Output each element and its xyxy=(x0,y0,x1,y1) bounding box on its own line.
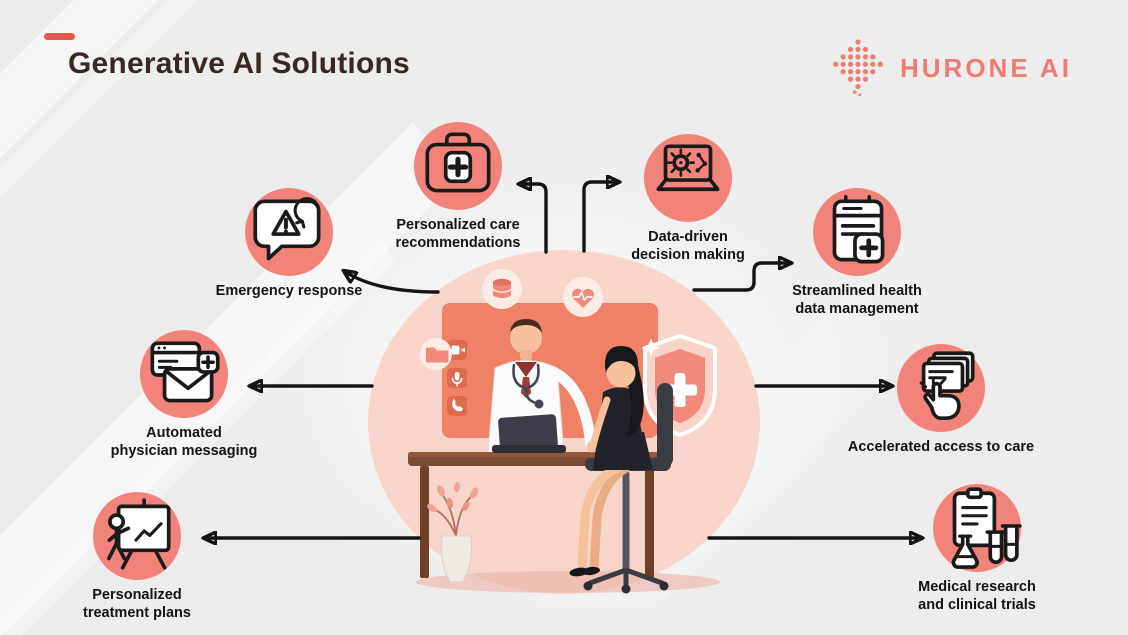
vase-plant xyxy=(427,481,478,583)
folder-icon xyxy=(420,338,452,370)
brand-name: HURONE AI xyxy=(900,52,1072,83)
node-icon-area xyxy=(412,120,504,212)
node-icon-area xyxy=(642,132,734,224)
heart-pulse-icon xyxy=(563,277,603,317)
node-accelerated-access: Accelerated access to care xyxy=(826,342,1056,456)
doctor-arm xyxy=(549,367,597,451)
node-personalized-treatment: Personalized treatment plans xyxy=(46,490,228,623)
node-automated-messaging: Automated physician messaging xyxy=(84,328,284,461)
node-icon-area xyxy=(138,328,230,420)
arrow-emergency-response xyxy=(344,271,440,294)
brand-logo: HURONE AI xyxy=(832,38,1072,98)
node-icon-area xyxy=(243,186,335,278)
dotted-diamond-logo-icon xyxy=(833,39,883,97)
emergency-alert-bubble-icon xyxy=(253,197,321,261)
telehealth-illustration xyxy=(368,250,760,594)
laptop-analytics-icon xyxy=(656,144,720,192)
node-streamlined-health: Streamlined health data management xyxy=(745,186,969,319)
patient xyxy=(569,346,653,577)
treatment-presentation-icon xyxy=(107,498,171,570)
node-label: Emergency response xyxy=(215,283,363,299)
node-personalized-care: Personalized care recommendations xyxy=(368,120,548,253)
node-icon-area xyxy=(895,342,987,434)
node-label: Accelerated access to care xyxy=(847,439,1035,455)
physician-message-icon xyxy=(150,341,220,403)
tap-documents-icon xyxy=(919,351,975,420)
laptop xyxy=(492,414,566,453)
lab-research-icon xyxy=(951,487,1022,569)
health-records-binder-icon xyxy=(832,194,885,264)
arrow-streamlined-health xyxy=(692,263,791,292)
node-label: Automated physician messaging xyxy=(110,425,258,460)
node-label: Personalized treatment plans xyxy=(83,587,191,622)
node-medical-research: Medical research and clinical trials xyxy=(872,482,1082,615)
node-circle xyxy=(644,134,732,222)
node-label: Data-driven decision making xyxy=(631,229,745,264)
first-aid-kit-icon xyxy=(425,132,491,193)
arrow-data-driven xyxy=(582,182,619,253)
node-icon-area xyxy=(811,186,903,278)
accent-dash xyxy=(44,33,75,40)
node-emergency-response: Emergency response xyxy=(199,186,379,300)
node-data-driven: Data-driven decision making xyxy=(596,132,780,265)
page-title: Generative AI Solutions xyxy=(68,47,410,80)
node-icon-area xyxy=(91,490,183,582)
node-label: Streamlined health data management xyxy=(792,283,922,318)
arrow-personalized-care xyxy=(519,184,548,254)
node-label: Personalized care recommendations xyxy=(395,217,521,252)
node-label: Medical research and clinical trials xyxy=(918,579,1036,614)
database-icon xyxy=(482,269,522,309)
node-icon-area xyxy=(931,482,1023,574)
